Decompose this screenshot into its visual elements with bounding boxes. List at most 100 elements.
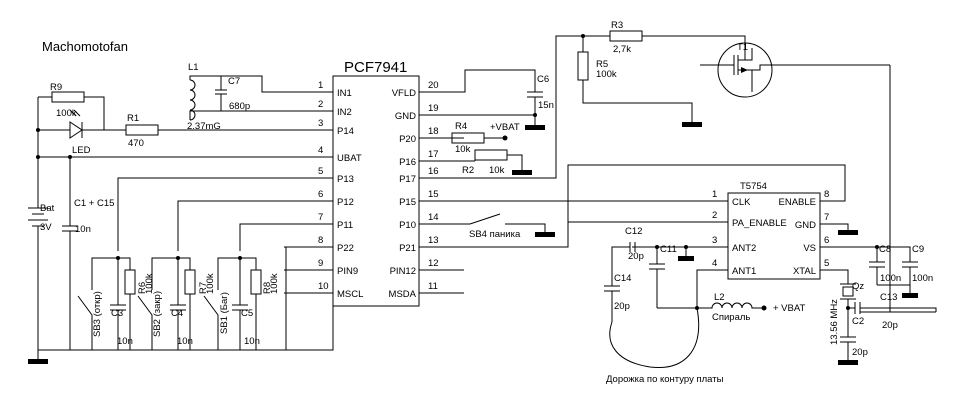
pin-name: ENABLE [779, 197, 817, 208]
qz-label: Qz [852, 281, 864, 292]
r2-value: 10k [489, 165, 505, 176]
pin-name: P21 [399, 243, 416, 254]
pin-number: 6 [318, 189, 323, 200]
ic-pcf7941-name: PCF7941 [344, 59, 407, 76]
battery-value: 3V [40, 222, 52, 233]
pin-number: 11 [428, 281, 438, 292]
board-contour-trace [609, 307, 700, 369]
r6-value: 100k [144, 273, 155, 294]
ground-symbol-t1 [682, 122, 702, 127]
pin-number: 5 [318, 166, 323, 177]
qz-value: 13.56 MHz [829, 299, 840, 345]
ground-symbol-sb4 [535, 232, 555, 237]
pin-number: 19 [428, 103, 439, 114]
c6-capacitor: C6 15n [527, 74, 554, 125]
pin-name: GND [795, 220, 816, 231]
pin-name: IN1 [337, 88, 352, 99]
c3-label: C3 [111, 308, 123, 319]
pin-name: PA_ENABLE [732, 218, 787, 229]
pin-name: PIN12 [390, 266, 416, 277]
c14-value: 20p [614, 301, 630, 312]
pin-name: CLK [732, 197, 751, 208]
ground-symbol-battery [28, 359, 48, 364]
c6-label: C6 [537, 74, 549, 85]
pin-number: 4 [318, 145, 323, 156]
l2-inductor: L2 Спираль + VBAT [697, 292, 805, 323]
pin-number: 13 [428, 235, 439, 246]
c1-label: C1 + C15 [74, 198, 114, 209]
c2-capacitor: C2 20p [840, 308, 868, 360]
c14-capacitor: C14 20p [604, 273, 631, 322]
c2-value: 20p [852, 347, 868, 358]
c1-value: 10n [75, 224, 91, 235]
c8-capacitor: C8 100n [869, 244, 901, 285]
pin-name: P12 [337, 197, 354, 208]
pin-number: 14 [428, 212, 439, 223]
l1-label: L1 [188, 62, 199, 73]
r1-value: 470 [128, 138, 144, 149]
sb1-label: SB1 (Баг) [219, 292, 230, 334]
pin-number: 20 [428, 80, 439, 91]
r9-label: R9 [50, 82, 62, 93]
c12-label: C12 [625, 226, 642, 237]
c1-capacitor: C1 + C15 10n [62, 157, 114, 350]
ic-pcf7941: PCF7941 1IN12IN23P144UBAT5P136P127P118P2… [284, 59, 464, 307]
qz-crystal: Qz 13.56 MHz [829, 281, 864, 345]
r5-value: 100k [596, 69, 617, 80]
pin-number: 10 [318, 281, 329, 292]
pin-name: P11 [337, 220, 353, 231]
r5-label: R5 [596, 59, 608, 70]
pin-name: MSCL [337, 289, 363, 300]
pin-name: UBAT [337, 153, 362, 164]
vbat-label-1: +VBAT [490, 122, 520, 133]
pin-name: P17 [399, 174, 416, 185]
r9-resistor: R9 100k [50, 82, 85, 119]
c5-label: C5 [241, 308, 253, 319]
pin-number: 6 [824, 235, 829, 246]
ground-symbol-c6 [525, 125, 545, 130]
r4-label: R4 [455, 121, 467, 132]
vbat-label-2: + VBAT [773, 303, 805, 314]
c9-label: C9 [912, 244, 924, 255]
c13-label: C13 [880, 292, 897, 303]
pin-name: P15 [399, 197, 416, 208]
board-trace-label: Дорожка по контуру платы [606, 374, 724, 385]
pin-number: 7 [824, 212, 829, 223]
c12-capacitor: C12 20p [611, 226, 644, 286]
sb1-switch-group: SB1 (Баг) R8 100k C5 10n [203, 256, 280, 347]
sb2-switch-group: SB2 (закр) R7 100k C4 10n [137, 256, 216, 347]
pin-number: 17 [428, 149, 439, 160]
ic-t5754-name: T5754 [740, 181, 767, 192]
c6-value: 15n [538, 100, 554, 111]
c9-capacitor: C9 100n [902, 244, 933, 285]
c7-label: C7 [228, 76, 240, 87]
c5-value: 10n [244, 336, 260, 347]
l1-inductor: L1 2.37mG [187, 62, 221, 132]
t1-label: T1 [737, 42, 748, 53]
pin-number: 3 [318, 118, 323, 129]
pin-number: 16 [428, 166, 439, 177]
pin-name: P14 [337, 126, 354, 137]
c8-value: 100n [880, 273, 901, 284]
sb2-label: SB2 (закр) [152, 291, 163, 337]
pin-number: 2 [712, 210, 717, 221]
pin-number: 18 [428, 126, 439, 137]
pin-name: P22 [337, 243, 354, 254]
ic-t5754-pin-2: 2PA_ENABLE [712, 210, 787, 229]
r1-resistor: R1 470 [125, 113, 159, 149]
r8-label: R8 [262, 282, 273, 294]
r9-value: 100k [56, 108, 77, 119]
l1-value: 2.37mG [187, 121, 221, 132]
ic-pcf7941-body [332, 75, 420, 307]
